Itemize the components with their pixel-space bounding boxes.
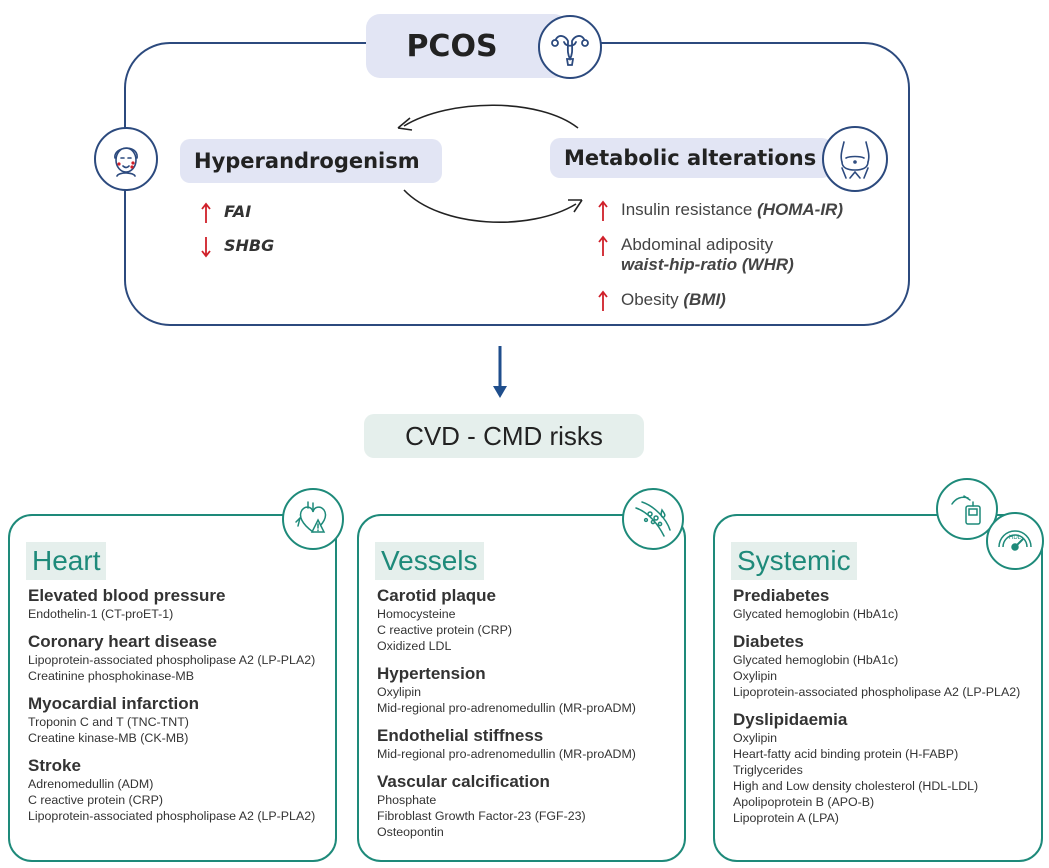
biomarker-item: Triglycerides [733,763,803,777]
biomarker-item: Glycated hemoglobin (HbA1c) [733,653,899,667]
biomarker-item: Heart-fatty acid binding protein (H-FABP… [733,747,959,761]
cycle-arrows [397,104,583,223]
hdl-label: HDL [1009,535,1022,541]
biomarker-item: Homocysteine [377,607,456,621]
marker-fai: FAI [200,202,251,224]
biomarker-item: Apolipoprotein B (APO-B) [733,795,875,809]
biomarker-item: Creatinine phosphokinase-MB [28,669,194,683]
arrow-to-hyperandrogenism [403,104,579,129]
biomarker-item: Mid-regional pro-adrenomedullin (MR-proA… [377,701,636,715]
condition-title: Coronary heart disease [28,632,217,651]
hyperandrogenism-label: Hyperandrogenism [180,139,442,183]
pcos-title: PCOS [366,14,568,78]
marker-label: Abdominal adiposity [621,235,774,254]
arrow-to-metabolic [403,189,577,223]
abdomen-icon [822,126,888,192]
biomarker-item: Oxylipin [733,731,778,745]
condition-title: Diabetes [733,632,804,651]
marker-emph: waist-hip-ratio (WHR) [621,255,794,274]
biomarker-item: Oxidized LDL [377,639,452,653]
arrow-up-icon [598,200,608,221]
biomarker-item: Oxylipin [733,669,778,683]
biomarker-item: Lipoprotein-associated phospholipase A2 … [28,653,316,667]
condition-title: Carotid plaque [377,586,497,605]
biomarker-item: Oxylipin [377,685,422,699]
marker-label: Insulin resistance [621,200,758,219]
arrow-up-icon [201,202,211,223]
arrow-down-icon [201,237,211,258]
biomarker-item: Troponin C and T (TNC-TNT) [28,715,189,729]
biomarker-item: Osteopontin [377,825,444,839]
marker-abdominal: Abdominal adiposity waist-hip-ratio (WHR… [597,235,794,275]
biomarker-item: Fibroblast Growth Factor-23 (FGF-23) [377,809,586,823]
condition-title: Stroke [28,756,81,775]
down-arrow-icon [493,346,507,398]
arrow-up-icon [598,290,608,311]
marker-shbg: SHBG [200,236,274,258]
condition-title: Prediabetes [733,586,830,605]
uterus-icon [538,15,602,79]
condition-title: Hypertension [377,664,486,683]
biomarker-item: Phosphate [377,793,437,807]
marker-obesity: Obesity (BMI) [597,290,726,312]
biomarker-item: Lipoprotein-associated phospholipase A2 … [28,809,316,823]
metabolic-label: Metabolic alterations [550,138,832,178]
heart-warning-icon [282,488,344,550]
card-title: Vessels [375,542,484,580]
biomarker-item: Creatine kinase-MB (CK-MB) [28,731,189,745]
vessel-cells-icon [622,488,684,550]
biomarker-item: Lipoprotein A (LPA) [733,811,839,825]
arrow-up-icon [598,235,608,256]
biomarker-item: C reactive protein (CRP) [377,623,512,637]
biomarker-item: Mid-regional pro-adrenomedullin (MR-proA… [377,747,636,761]
condition-title: Vascular calcification [377,772,550,791]
card-title: Heart [26,542,107,580]
biomarker-item: Lipoprotein-associated phospholipase A2 … [733,685,1021,699]
hdl-gauge-icon: HDL [986,512,1044,570]
biomarker-item: High and Low density cholesterol (HDL-LD… [733,779,979,793]
condition-title: Elevated blood pressure [28,586,226,605]
marker-emph: (HOMA-IR) [757,200,843,219]
marker-emph: (BMI) [683,290,726,309]
biomarker-item: Adrenomedullin (ADM) [28,777,154,791]
woman-face-icon [94,127,158,191]
condition-title: Endothelial stiffness [377,726,544,745]
biomarker-item: C reactive protein (CRP) [28,793,163,807]
biomarker-item: Endothelin-1 (CT-proET-1) [28,607,174,621]
biomarker-item: Glycated hemoglobin (HbA1c) [733,607,899,621]
marker-label: SHBG [224,236,275,255]
marker-label: Obesity [621,290,684,309]
condition-title: Myocardial infarction [28,694,199,713]
condition-title: Dyslipidaemia [733,710,848,729]
marker-insulin: Insulin resistance (HOMA-IR) [597,200,843,222]
card-title: Systemic [731,542,857,580]
marker-label: FAI [224,202,252,221]
cvd-title: CVD - CMD risks [364,414,644,458]
